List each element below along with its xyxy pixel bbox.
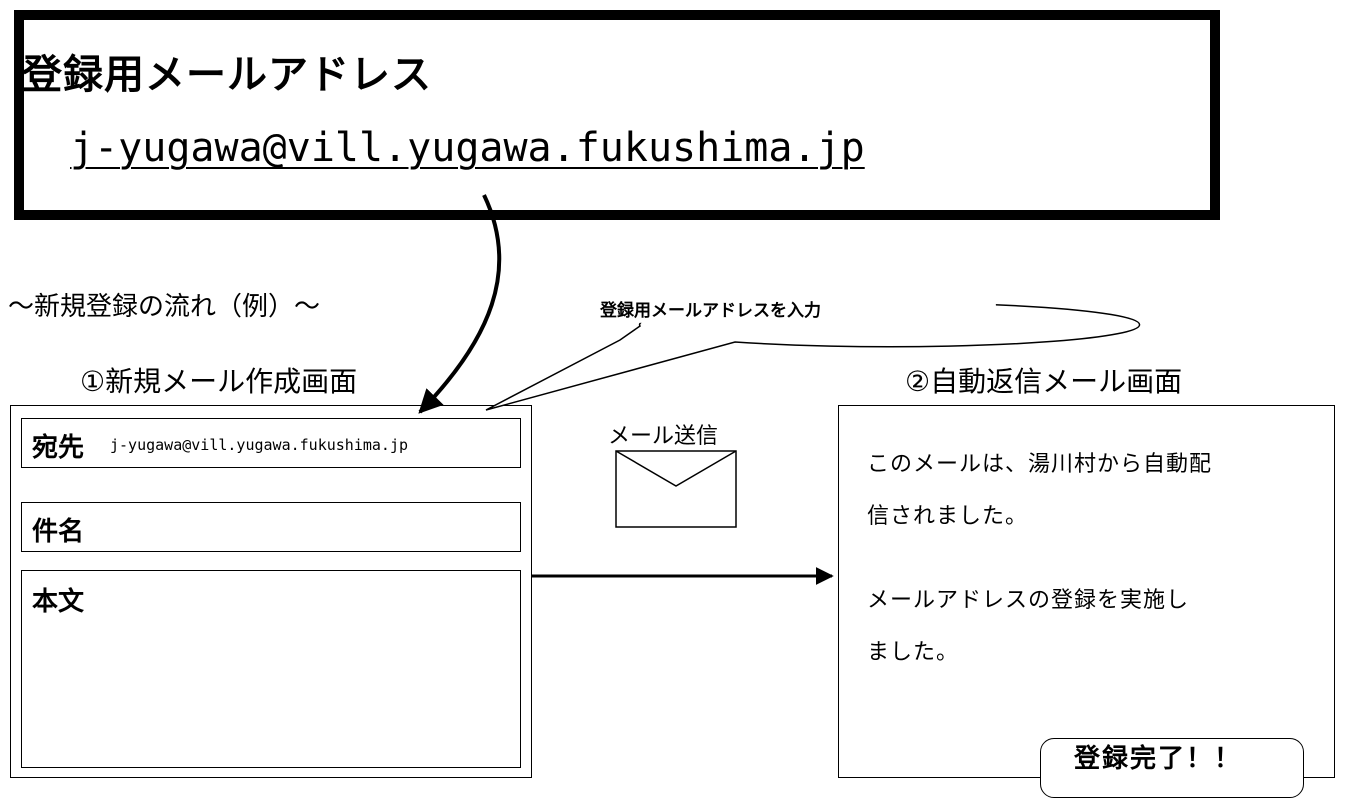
to-field[interactable]: 宛先 j-yugawa@vill.yugawa.fukushima.jp: [21, 418, 521, 468]
to-value: j-yugawa@vill.yugawa.fukushima.jp: [110, 436, 409, 454]
auto-reply-screen: このメールは、湯川村から自動配 信されました。 メールアドレスの登録を実施し ま…: [838, 405, 1335, 778]
reply-screen-title: ②自動返信メール画面: [905, 365, 1183, 398]
registration-complete-text: 登録完了！！: [1074, 744, 1243, 774]
reply-line: 信されました。: [867, 504, 1029, 529]
registration-address-title: 登録用メールアドレス: [22, 52, 432, 98]
registration-address-box: [14, 10, 1220, 220]
compose-screen-title: ①新規メール作成画面: [80, 365, 358, 398]
send-mail-label: メール送信: [608, 424, 719, 449]
subject-field[interactable]: 件名: [21, 502, 521, 552]
to-label: 宛先: [32, 433, 85, 463]
diagram-overlay: [418, 194, 1141, 585]
curved-arrow: [418, 194, 502, 414]
subject-label: 件名: [32, 517, 85, 547]
flow-heading: ～新規登録の流れ（例）～: [8, 292, 321, 322]
body-field[interactable]: 本文: [21, 570, 521, 768]
reply-line: メールアドレスの登録を実施し: [867, 588, 1190, 613]
callout-text: 登録用メールアドレスを入力: [600, 301, 821, 321]
registration-email-link[interactable]: j-yugawa@vill.yugawa.fukushima.jp: [70, 125, 865, 171]
compose-mail-screen: 宛先 j-yugawa@vill.yugawa.fukushima.jp 件名 …: [10, 405, 532, 778]
reply-line: このメールは、湯川村から自動配: [867, 452, 1213, 477]
callout-bubble-fill: [504, 285, 996, 325]
envelope-icon: [615, 450, 737, 528]
body-label: 本文: [32, 587, 85, 617]
reply-line: ました。: [867, 640, 960, 665]
